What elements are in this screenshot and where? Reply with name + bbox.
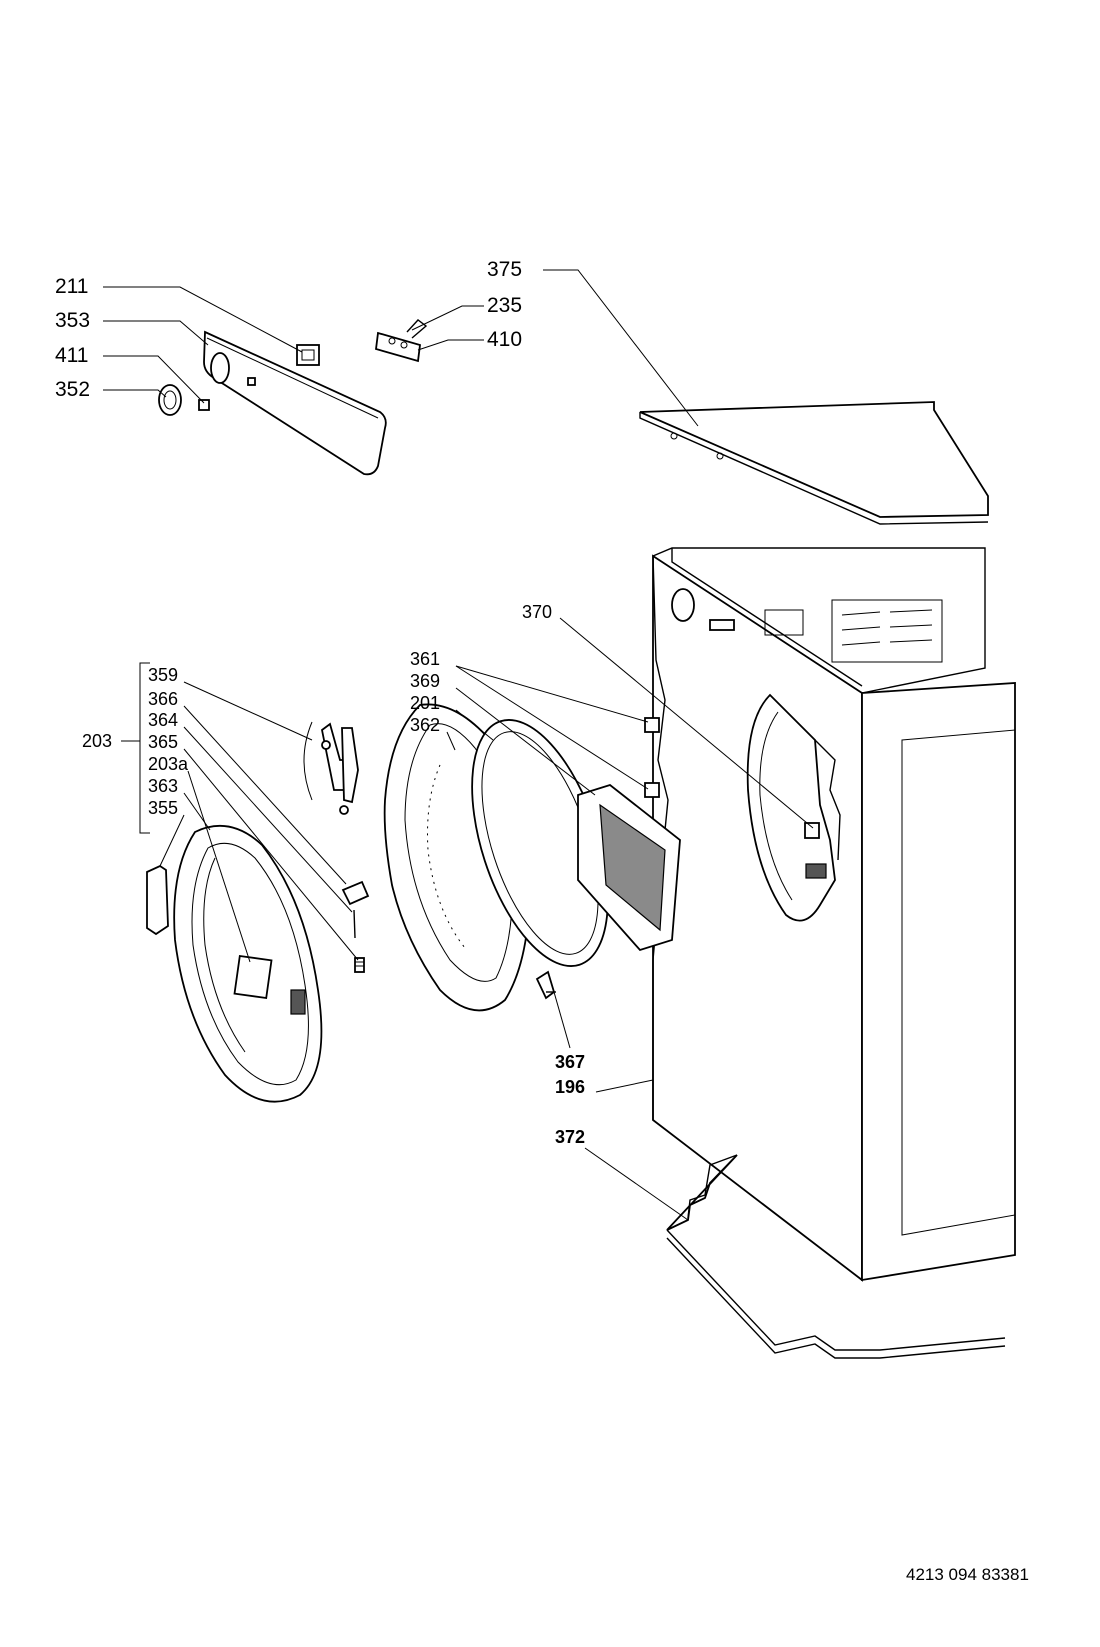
spring-part-365: [354, 957, 365, 973]
lock-hook-part-359: [303, 721, 359, 815]
knob-part-352: [158, 384, 182, 416]
door-handle-part-355: [146, 864, 169, 936]
callout-372: 372: [555, 1127, 585, 1147]
switch-part-211: [296, 344, 320, 366]
door-glass-plate-part-203a: [233, 954, 273, 1000]
leader-lines: [103, 269, 814, 1221]
callout-369: 369: [410, 671, 440, 691]
switch-bracket-part-410: [375, 331, 421, 363]
callout-410: 410: [487, 328, 522, 351]
cap-part-411: [198, 399, 210, 411]
callout-labels: 211 353 411 352 375 235 410 370 361 369 …: [55, 258, 585, 1147]
lock-cover-part-361: [644, 717, 660, 798]
callout-352: 352: [55, 378, 90, 401]
top-lid-part-375: [639, 401, 989, 525]
callout-196: 196: [555, 1077, 585, 1097]
callout-366: 366: [148, 689, 178, 709]
callout-201: 201: [410, 693, 440, 713]
pin-part-364: [353, 909, 356, 939]
callout-203: 203: [82, 731, 112, 751]
callout-361: 361: [410, 649, 440, 669]
filter-panel-part-369: [577, 783, 681, 952]
callout-235: 235: [487, 294, 522, 317]
spring-part-235: [406, 319, 428, 339]
callout-353: 353: [55, 309, 90, 332]
hinge-part-367: [535, 970, 556, 1000]
callout-363: 363: [148, 776, 178, 796]
door-lock-part-370: [804, 822, 827, 879]
ventilation-grille: [831, 599, 943, 663]
callout-370: 370: [522, 602, 552, 622]
door-hinge-part-363: [290, 989, 306, 1015]
callout-203a: 203a: [148, 754, 189, 774]
callout-411: 411: [55, 344, 88, 367]
control-panel-part-353: [203, 330, 387, 476]
callout-365: 365: [148, 732, 178, 752]
callout-375: 375: [487, 258, 522, 281]
document-code: 4213 094 83381: [906, 1565, 1029, 1584]
lock-lever-part-366: [341, 880, 370, 906]
callout-211: 211: [55, 275, 88, 298]
cabinet-part-196: [652, 547, 1016, 1282]
callout-355: 355: [148, 798, 178, 818]
callout-367: 367: [555, 1052, 585, 1072]
callout-364: 364: [148, 710, 178, 730]
callout-359: 359: [148, 665, 178, 685]
callout-362: 362: [410, 715, 440, 735]
